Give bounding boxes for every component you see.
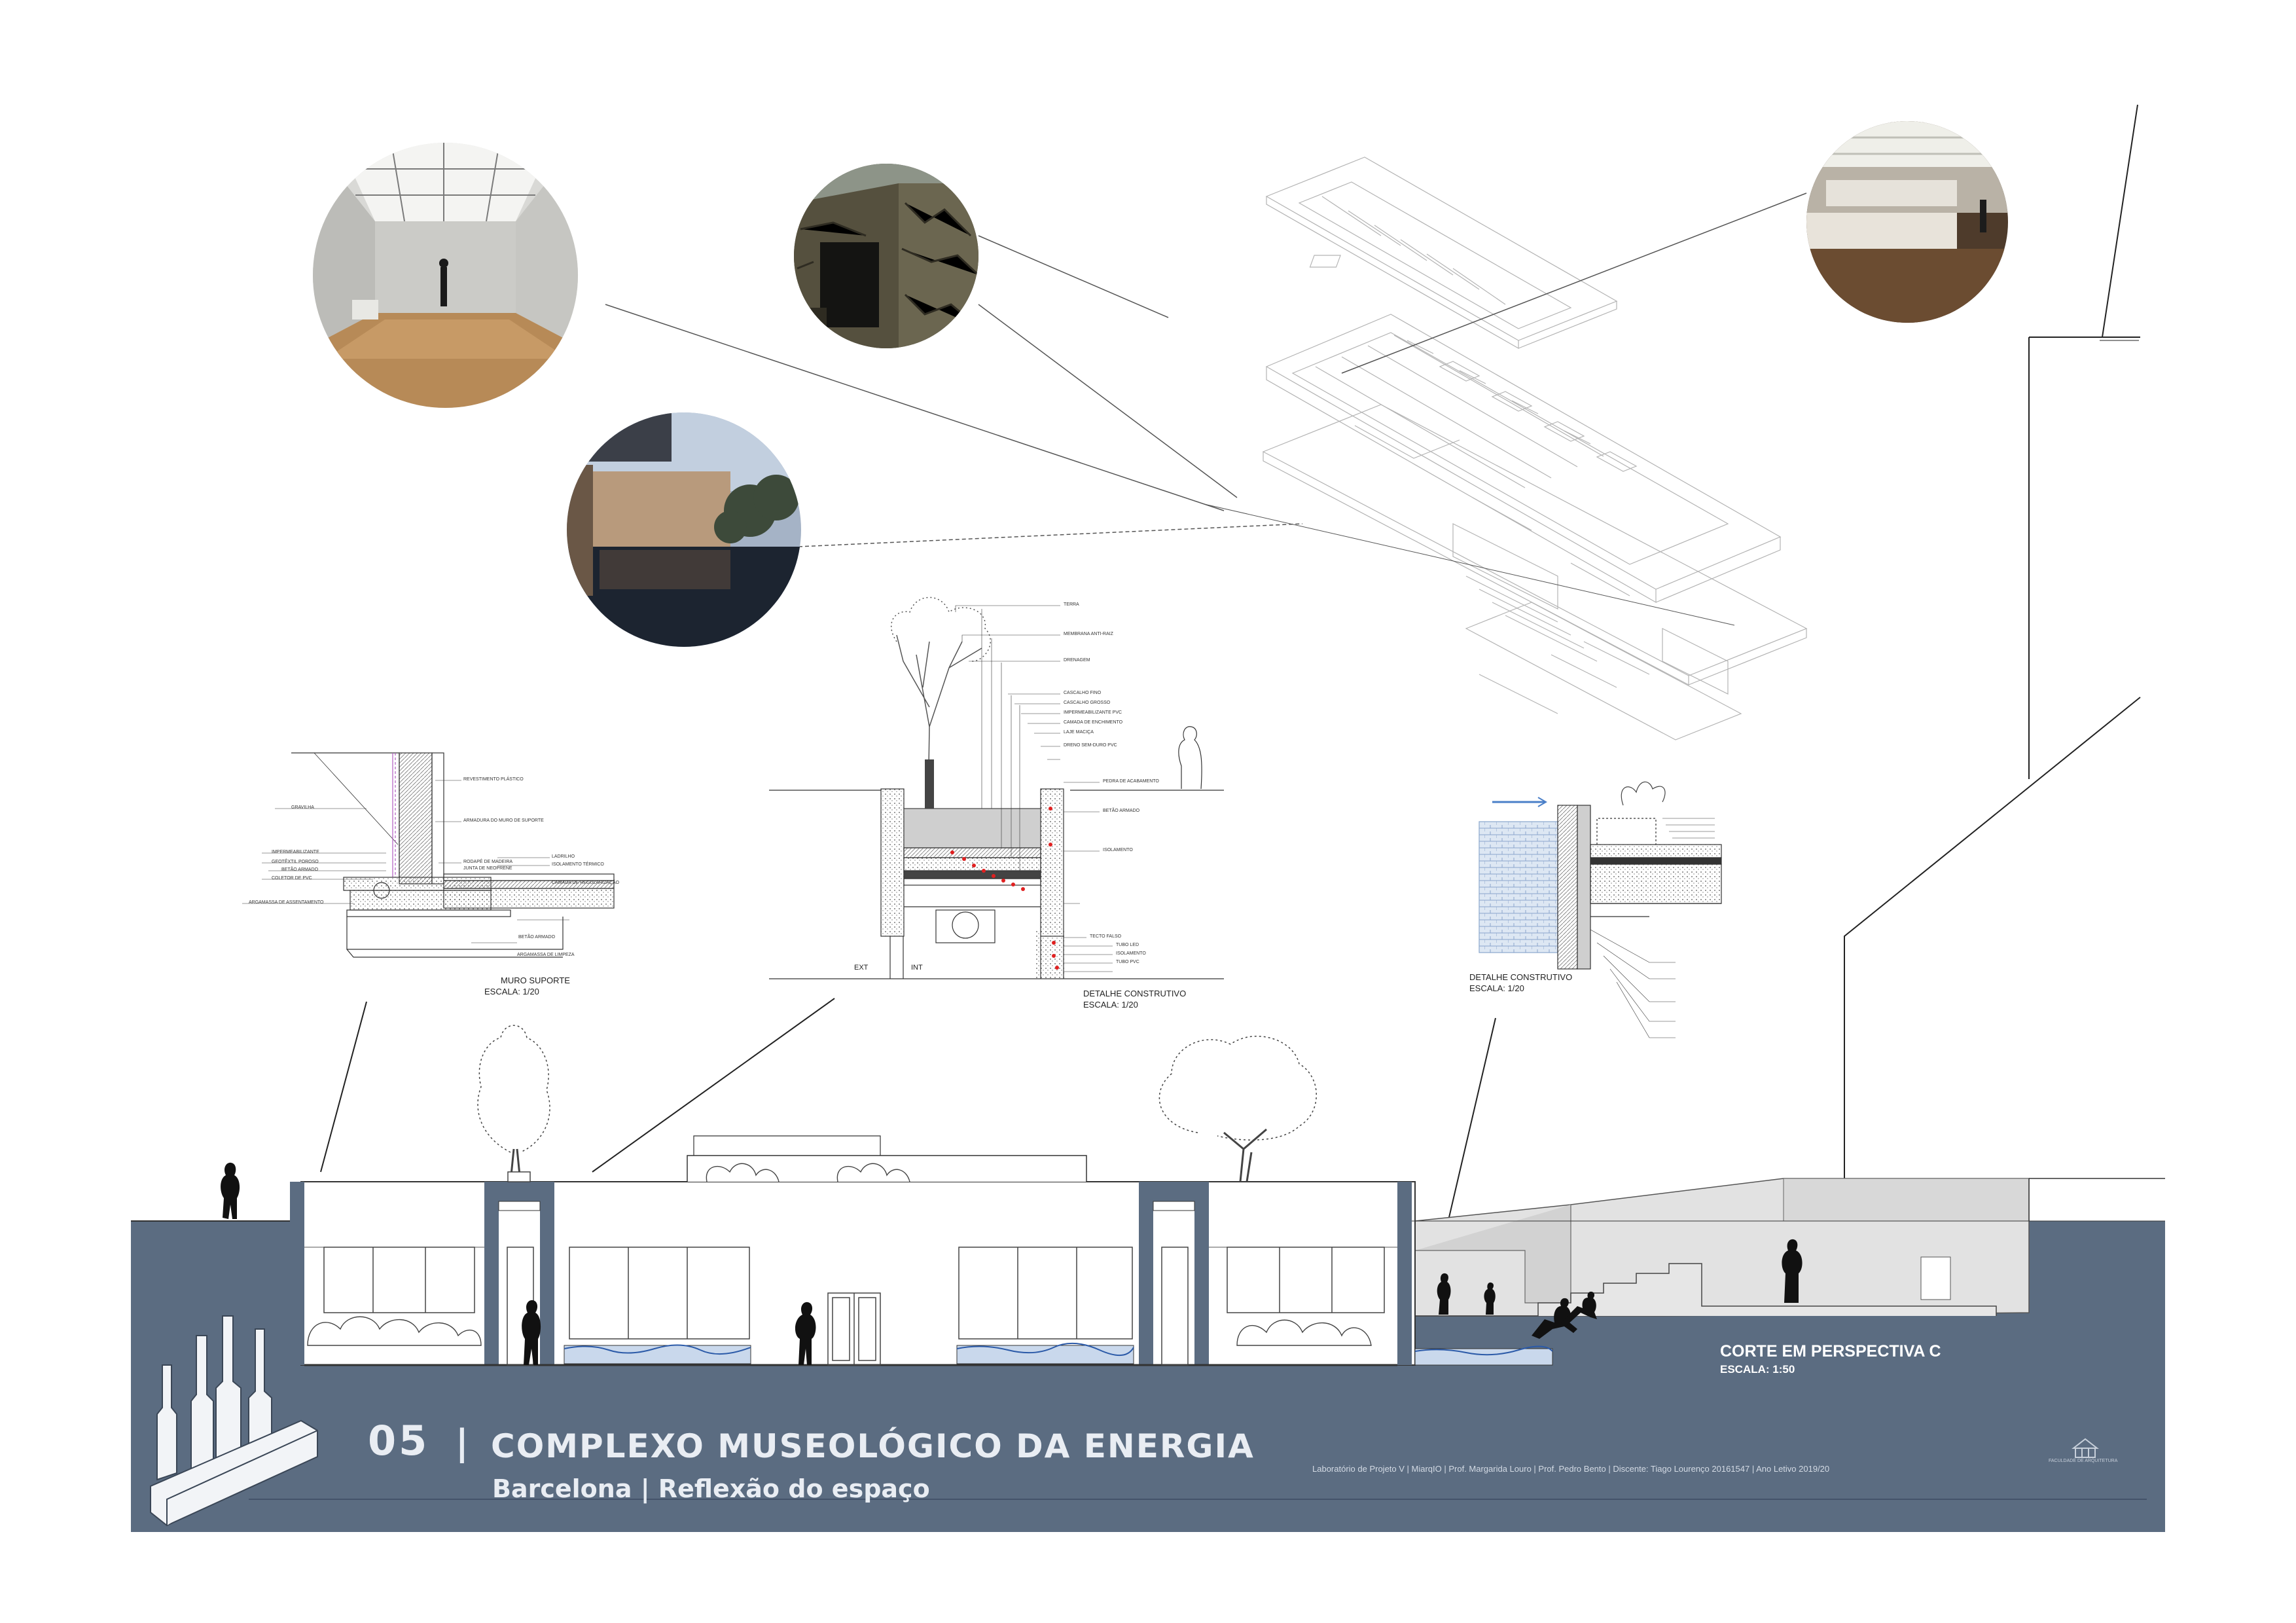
board-subtitle: Barcelona | Reflexão do espaço <box>492 1474 930 1503</box>
section-people <box>221 1162 1803 1365</box>
section-shrubs <box>307 1163 1372 1346</box>
wall-label-9: RODAPÉ DE MADEIRA <box>463 860 513 864</box>
wall-label-5: GEOTÊXTIL POROSO <box>272 860 319 864</box>
planter-label-16: TUBO PVC <box>1116 960 1139 964</box>
photo-museum-hall <box>1806 121 2008 323</box>
wall-label-11: LADRILHO <box>552 854 575 859</box>
planter-label-2: MEMBRANA ANTI-RAIZ <box>1064 632 1113 636</box>
wall-detail-title: MURO SUPORTE <box>501 976 570 985</box>
exploded-axonometric <box>1262 156 1808 740</box>
planter-label-8: LAJE MACIÇA <box>1064 730 1094 735</box>
board-number: 05 <box>368 1417 430 1465</box>
roof-detail-title: DETALHE CONSTRUTIVO <box>1469 972 1573 982</box>
planter-label-3: DRENAGEM <box>1064 658 1090 663</box>
chimney-logo-icon <box>150 1315 318 1527</box>
section-title: CORTE EM PERSPECTIVA C <box>1720 1342 1941 1360</box>
planter-int-label: INT <box>911 964 923 972</box>
perspective-section <box>131 1025 2165 1532</box>
section-scale: ESCALA: 1:50 <box>1720 1363 1795 1376</box>
photo-reflecting-pool <box>567 412 801 647</box>
wall-label-7: COLETOR DE PVC <box>272 876 312 881</box>
detail-retaining-wall <box>242 752 615 1173</box>
planter-label-4: CASCALHO FINO <box>1064 691 1102 695</box>
planter-label-14: TUBO LED <box>1116 943 1139 947</box>
photo-gallery-skylight <box>313 143 578 408</box>
roof-detail-scale: ESCALA: 1/20 <box>1469 983 1524 993</box>
wall-label-6: BETÃO ARMADO <box>281 867 319 872</box>
planter-label-9: DRENO SEM-DURO PVC <box>1064 743 1117 748</box>
planter-label-15: ISOLAMENTO <box>1116 951 1146 956</box>
wall-detail-scale: ESCALA: 1/20 <box>484 987 539 996</box>
wall-label-10: JUNTA DE NEOPRENE <box>463 866 512 871</box>
wall-label-3: ARMADURA DO MURO DE SUPORTE <box>463 818 544 823</box>
school-crest-icon <box>2072 1438 2099 1458</box>
board-title: COMPLEXO MUSEOLÓGICO DA ENERGIA <box>491 1427 1255 1465</box>
section-pools <box>564 1342 1553 1366</box>
planter-label-10: PEDRA DE ACABAMENTO <box>1103 779 1159 784</box>
wall-label-12: ISOLAMENTO TÉRMICO <box>552 862 604 867</box>
view-frame-lines <box>1844 104 2141 1178</box>
planter-detail-title: DETALHE CONSTRUTIVO <box>1083 989 1187 998</box>
wall-label-1: REVESTIMENTO PLÁSTICO <box>463 777 524 782</box>
photo-leader-lines <box>605 192 1807 626</box>
section-windows <box>323 1247 1385 1366</box>
school-name: FACULDADE DE ARQUITETURA <box>2049 1459 2118 1463</box>
title-separator: | <box>456 1422 469 1463</box>
wall-label-2: GRAVILHA <box>291 805 314 810</box>
planter-label-6: IMPERMEABILIZANTE PVC <box>1064 710 1122 715</box>
planter-label-1: TERRA <box>1064 602 1079 607</box>
wall-label-8: ARGAMASSA DE ASSENTAMENTO <box>249 900 324 905</box>
wall-label-14: BETÃO ARMADO <box>518 935 556 939</box>
board-credits: Laboratório de Projeto V | MiarqIO | Pro… <box>1312 1464 1830 1474</box>
detail-planter <box>592 596 1224 1173</box>
wall-label-13: CAMADA DE REGULARIZAÇÃO <box>552 881 620 885</box>
section-trees <box>477 1025 1317 1182</box>
planter-label-13: TECTO FALSO <box>1090 934 1122 939</box>
planter-label-7: CAMADA DE ENCHIMENTO <box>1064 720 1123 725</box>
planter-detail-scale: ESCALA: 1/20 <box>1083 1000 1138 1010</box>
planter-ext-label: EXT <box>854 964 869 972</box>
wall-label-4: IMPERMEABILIZANTE <box>272 850 319 854</box>
planter-tree <box>890 596 992 809</box>
detail-roof <box>1426 781 1722 1313</box>
wall-label-15: ARGAMASSA DE LIMPEZA <box>517 953 575 957</box>
planter-label-5: CASCALHO GROSSO <box>1064 701 1111 705</box>
planter-label-12: ISOLAMENTO <box>1103 848 1133 852</box>
planter-label-11: BETÃO ARMADO <box>1103 809 1140 813</box>
photo-stone-wall <box>794 164 978 348</box>
